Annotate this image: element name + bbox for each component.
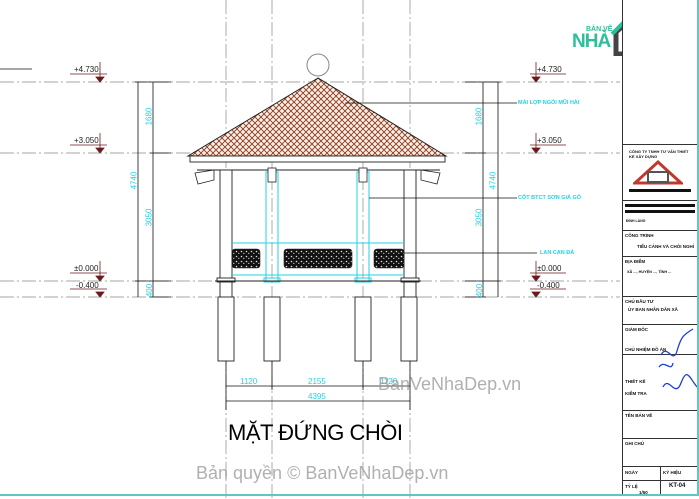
scale-value: 1/50 — [639, 490, 648, 495]
note-column: CỘT BTCT SƠN GIẢ GỖ — [518, 195, 582, 201]
note-leaders — [345, 102, 537, 254]
title-block: CÔNG TY TNHH TƯ VẤN THIẾT KẾ XÂY DỰNG ĐÌ… — [622, 0, 699, 496]
dim-right-bay: 1120 — [380, 377, 398, 386]
stone-railing — [231, 248, 405, 269]
signature-icon — [658, 328, 697, 390]
elevation-label: ±0.000 — [537, 264, 562, 273]
company-name: CÔNG TY TNHH TƯ VẤN THIẾT KẾ XÂY DỰNG — [629, 149, 689, 159]
elevation-label: +3.050 — [537, 136, 562, 145]
elevation-label: -0.400 — [76, 281, 99, 290]
project-label: CÔNG TRÌNH — [625, 233, 654, 238]
piles — [217, 281, 418, 362]
dimension-lines-right — [465, 81, 501, 298]
location-label: ĐỊA ĐIỂM — [625, 259, 646, 264]
dimension-lines-bottom — [225, 361, 411, 410]
company-logo-icon — [633, 159, 683, 185]
watermark-center: BanVeNhaDep.vn — [378, 374, 522, 394]
logo-main-text: NHÀ — [572, 31, 611, 52]
sheet-label: KÝ HIỆU — [663, 470, 682, 475]
dim-overall-left: 4740 — [129, 171, 139, 190]
elevation-label: +4.730 — [537, 65, 562, 74]
elevation-label: +3.050 — [74, 136, 99, 145]
logo-small-text: BẢN VẼ — [586, 26, 613, 33]
dim-base-right: 400 — [475, 283, 485, 298]
note-roof: MÁI LỢP NGÓI MŨI HÀI — [518, 100, 580, 106]
chief-label: CHỦ NHIỆM ĐỒ ÁN — [625, 347, 667, 352]
notes-label: GHI CHÚ — [625, 441, 644, 446]
designer-label: THIẾT KẾ — [625, 379, 646, 384]
dim-roof-left: 1680 — [144, 107, 154, 126]
drawing-name-label: TÊN BẢN VẼ — [625, 413, 653, 418]
elevation-label: +4.730 — [74, 65, 99, 74]
note-railing: LAN CAN ĐÁ — [540, 250, 575, 256]
date-label: NGÀY — [625, 470, 639, 475]
dim-body-right: 3050 — [474, 208, 484, 227]
elevation-label: -0.400 — [537, 281, 560, 290]
sheet-number: KT-04 — [669, 483, 686, 489]
project-value: TIỂU CẢNH VÀ CHÒI NGHỈ — [637, 244, 695, 249]
director-label: GIÁM ĐỐC — [625, 327, 648, 332]
dim-overall-width: 4395 — [308, 392, 326, 401]
checker-label: KIỂM TRA — [625, 391, 647, 396]
elevation-markers-right — [530, 62, 566, 298]
roof-finial — [306, 53, 330, 77]
drawing-title: MẶT ĐỨNG CHÒI — [228, 420, 403, 445]
project-name: ĐÌNH LÀNG — [626, 219, 646, 223]
roof — [186, 77, 448, 157]
dimension-lines-left — [135, 81, 171, 298]
dim-overall-right: 4740 — [488, 171, 498, 190]
scale-label: TỶ LỆ — [625, 484, 638, 489]
dim-roof-right: 1680 — [474, 107, 484, 126]
frame-bottom-line — [0, 494, 699, 496]
dim-middle-bay: 2155 — [308, 377, 326, 386]
dim-body-left: 3050 — [144, 208, 154, 227]
investor-value: ỦY BAN NHÂN DÂN XÃ — [628, 307, 678, 312]
elevation-label: ±0.000 — [74, 264, 99, 273]
dim-base-left: 400 — [145, 283, 155, 298]
elevation-markers-left — [70, 62, 107, 298]
company-section: CÔNG TY TNHH TƯ VẤN THIẾT KẾ XÂY DỰNG — [623, 144, 697, 201]
investor-label: CHỦ ĐẦU TƯ — [625, 299, 654, 304]
watermark-bottom: Bản quyền © BanVeNhaDep.vn — [196, 463, 449, 483]
location-value: XÃ ..., HUYỆN ..., TỈNH ... — [627, 270, 672, 274]
dim-left-bay: 1120 — [240, 377, 258, 386]
